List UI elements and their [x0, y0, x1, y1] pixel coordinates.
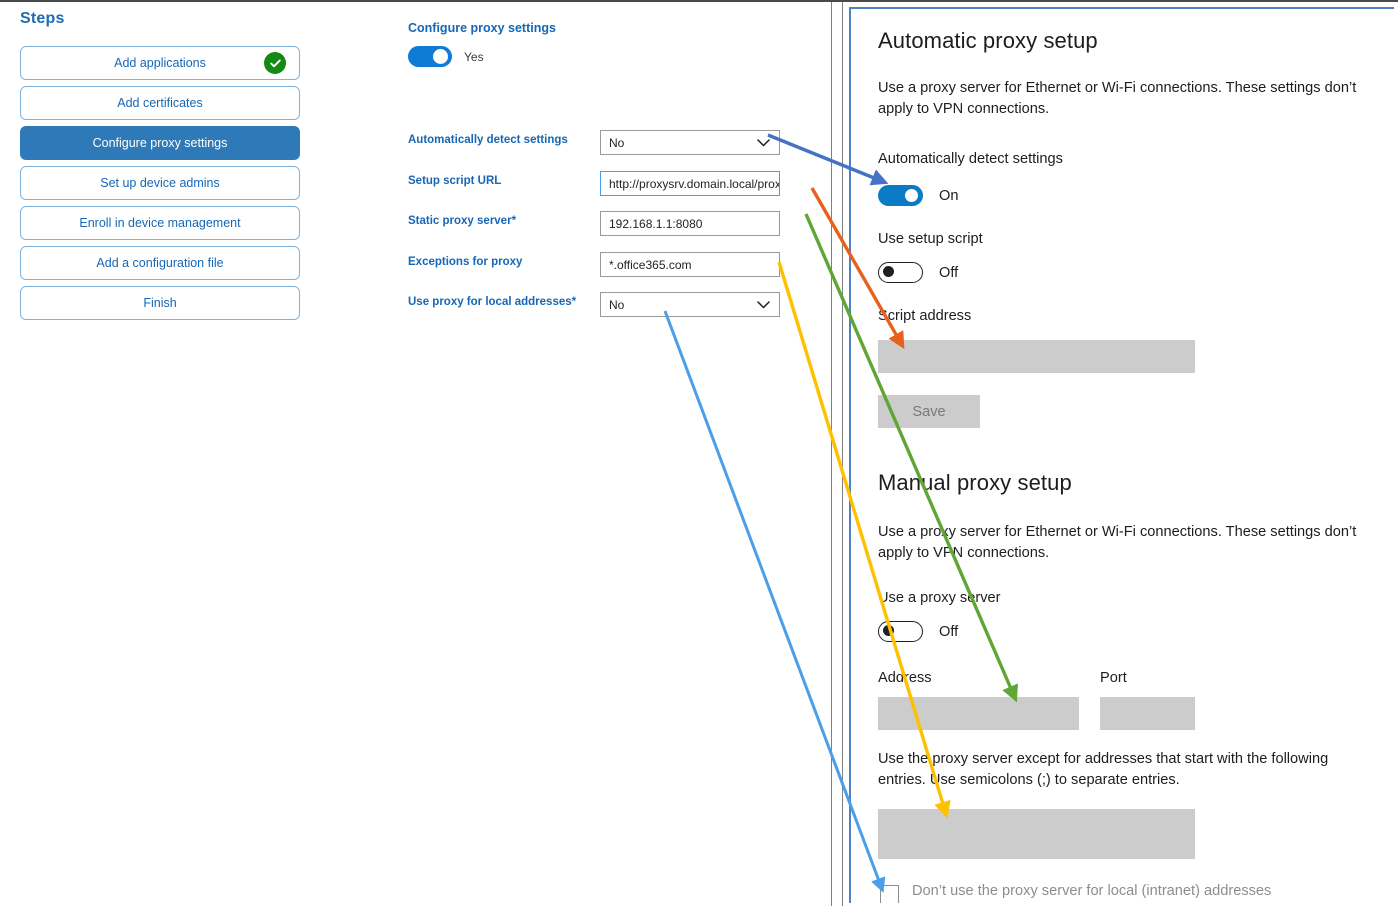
- windows-bypass-local-checkbox[interactable]: [880, 885, 899, 903]
- steps-list: Add applications Add certificates Config…: [20, 46, 300, 326]
- windows-use-proxy-server-toggle[interactable]: Off: [878, 621, 958, 642]
- field-label: Automatically detect settings: [408, 134, 568, 146]
- chevron-down-icon: [757, 138, 770, 147]
- toggle-state-label: Off: [939, 264, 959, 281]
- windows-script-address-box[interactable]: [878, 340, 1195, 373]
- step-item-add-certificates[interactable]: Add certificates: [20, 86, 300, 120]
- static-proxy-server-input[interactable]: 192.168.1.1:8080: [600, 211, 780, 236]
- step-label: Add certificates: [117, 96, 203, 110]
- field-automatically-detect-settings: Automatically detect settings No: [330, 130, 830, 156]
- use-proxy-for-local-addresses-select[interactable]: No: [600, 292, 780, 317]
- toggle-switch-off[interactable]: [878, 621, 923, 642]
- step-item-add-applications[interactable]: Add applications: [20, 46, 300, 80]
- windows-bypass-local-label: Don’t use the proxy server for local (in…: [912, 883, 1272, 899]
- step-item-finish[interactable]: Finish: [20, 286, 300, 320]
- windows-detect-settings-toggle[interactable]: On: [878, 185, 958, 206]
- step-label: Enroll in device management: [79, 216, 241, 230]
- vertical-divider-left: [831, 2, 832, 906]
- toggle-state-label: Off: [939, 623, 959, 640]
- toggle-value-label: Yes: [464, 49, 484, 64]
- field-static-proxy-server: Static proxy server* 192.168.1.1:8080: [330, 211, 830, 237]
- step-label: Finish: [143, 296, 177, 310]
- windows-port-label: Port: [1100, 670, 1127, 686]
- step-item-set-up-device-admins[interactable]: Set up device admins: [20, 166, 300, 200]
- field-label: Exceptions for proxy: [408, 256, 523, 268]
- step-item-enroll-in-device-management[interactable]: Enroll in device management: [20, 206, 300, 240]
- field-label: Setup script URL: [408, 175, 502, 187]
- windows-script-address-label: Script address: [878, 308, 972, 324]
- chevron-down-icon: [757, 300, 770, 309]
- field-label: Static proxy server*: [408, 215, 517, 227]
- step-label: Configure proxy settings: [92, 136, 228, 150]
- steps-title: Steps: [20, 10, 65, 27]
- step-label: Add applications: [114, 56, 206, 70]
- field-use-proxy-for-local-addresses: Use proxy for local addresses* No: [330, 292, 830, 318]
- input-value: http://proxysrv.domain.local/proxy.pa: [609, 176, 779, 191]
- input-value: 192.168.1.1:8080: [609, 216, 703, 231]
- toggle-state-label: On: [939, 187, 959, 204]
- windows-exceptions-box[interactable]: [878, 809, 1195, 859]
- steps-pane: Steps Add applications Add certificates …: [0, 2, 330, 906]
- proxy-form-pane: Configure proxy settings Yes Automatical…: [330, 2, 830, 906]
- toggle-switch-off[interactable]: [878, 262, 923, 283]
- field-exceptions-for-proxy: Exceptions for proxy *.office365.com: [330, 252, 830, 278]
- automatic-proxy-setup-heading: Automatic proxy setup: [878, 28, 1098, 53]
- windows-address-label: Address: [878, 670, 932, 686]
- form-heading: Configure proxy settings: [408, 21, 556, 35]
- automatic-proxy-setup-description: Use a proxy server for Ethernet or Wi-Fi…: [878, 80, 1357, 117]
- field-setup-script-url: Setup script URL http://proxysrv.domain.…: [330, 171, 830, 197]
- manual-proxy-setup-heading: Manual proxy setup: [878, 470, 1072, 495]
- setup-script-url-input[interactable]: http://proxysrv.domain.local/proxy.pa: [600, 171, 780, 196]
- field-label: Use proxy for local addresses*: [408, 296, 577, 308]
- windows-exceptions-description: Use the proxy server except for addresse…: [878, 751, 1329, 788]
- windows-detect-settings-label: Automatically detect settings: [878, 151, 1063, 167]
- step-item-add-a-configuration-file[interactable]: Add a configuration file: [20, 246, 300, 280]
- exceptions-for-proxy-input[interactable]: *.office365.com: [600, 252, 780, 277]
- windows-save-button[interactable]: Save: [878, 395, 980, 428]
- windows-use-setup-script-label: Use setup script: [878, 231, 983, 247]
- manual-proxy-setup-description: Use a proxy server for Ethernet or Wi-Fi…: [878, 524, 1357, 561]
- select-value: No: [609, 297, 625, 312]
- windows-port-box[interactable]: [1100, 697, 1195, 730]
- input-value: *.office365.com: [609, 257, 692, 272]
- windows-use-proxy-server-label: Use a proxy server: [878, 590, 1001, 606]
- save-button-label: Save: [912, 403, 946, 420]
- toggle-switch-on[interactable]: [408, 46, 452, 67]
- step-label: Set up device admins: [100, 176, 220, 190]
- check-circle-icon: [264, 52, 286, 74]
- windows-address-box[interactable]: [878, 697, 1079, 730]
- toggle-switch-on[interactable]: [878, 185, 923, 206]
- automatically-detect-settings-select[interactable]: No: [600, 130, 780, 155]
- step-label: Add a configuration file: [96, 256, 224, 270]
- windows-use-setup-script-toggle[interactable]: Off: [878, 262, 958, 283]
- windows-proxy-settings-panel: Automatic proxy setup Use a proxy server…: [849, 7, 1394, 903]
- vertical-divider-right: [842, 2, 843, 906]
- configure-proxy-settings-toggle[interactable]: Yes: [408, 46, 484, 67]
- step-item-configure-proxy-settings[interactable]: Configure proxy settings: [20, 126, 300, 160]
- select-value: No: [609, 135, 625, 150]
